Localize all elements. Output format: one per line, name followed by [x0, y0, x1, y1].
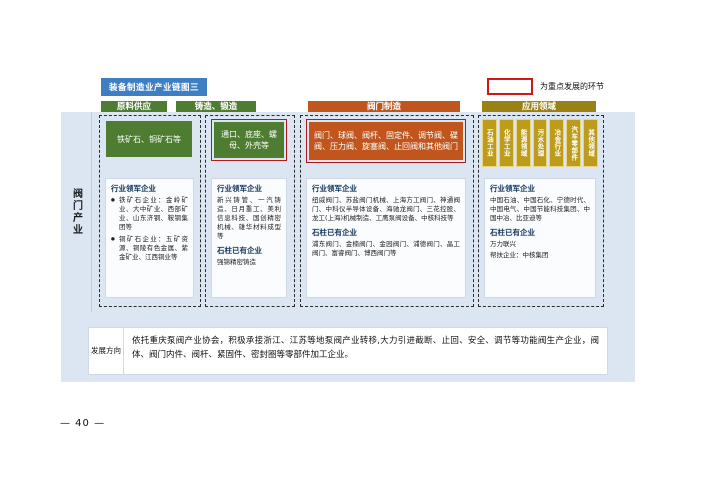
card-heading-leader: 行业领军企业	[111, 184, 156, 193]
application-sector-chip: 其他领域	[583, 119, 599, 167]
application-sector-chip: 化学工业	[498, 119, 514, 167]
stage-column-valve	[300, 115, 474, 307]
legend-swatch-icon	[487, 78, 533, 95]
card-text-local: 万力联兴	[490, 240, 516, 248]
card-bullet-list: 铁矿石企业：金岭矿业、大中矿业、西部矿业、山东济钢、鞍钢集团等 铜矿石企业：五矿…	[111, 196, 188, 262]
legend-label: 为重点发展的环节	[540, 82, 604, 91]
stage-header-valve: 阀门制造	[308, 101, 460, 114]
legend: 为重点发展的环节	[487, 78, 604, 95]
product-box-casting: 通口、底座、螺母、外壳等	[214, 122, 284, 158]
application-sector-chip: 冶金行业	[549, 119, 565, 167]
stage-header-casting: 铸造、锻造	[176, 101, 256, 114]
card-heading-local: 石柱已有企业	[312, 228, 357, 237]
card-heading-leader: 行业领军企业	[217, 184, 262, 193]
application-sector-chip: 能源领域	[515, 119, 531, 167]
card-heading-leader: 行业领军企业	[312, 184, 357, 193]
card-heading-leader: 行业领军企业	[490, 184, 535, 193]
industry-rail: 阀门产业	[61, 112, 92, 312]
card-text-leader: 中国石油、中国石化、宁德时代、中国电气、中国节能科技集团、中国中冶、比亚迪等	[490, 196, 590, 222]
product-box-valve: 阀门、球阀、阀杆、固定件、调节阀、碟阀、压力阀、旋塞阀、止回阀和其他阀门	[309, 122, 463, 160]
card-bullet-item: 铁矿石企业：金岭矿业、大中矿业、西部矿业、山东济钢、鞍钢集团等	[111, 196, 188, 232]
stage-column-raw	[99, 115, 201, 307]
info-card-casting: 行业领军企业 新兴铸管、一汽铸造、日月重工、美利信息科技、国创精密机械、雄华材料…	[211, 178, 287, 298]
development-direction-text: 依托重庆泵阀产业协会，积极承接浙江、江苏等地泵阀产业转移,大力引进截断、止回、安…	[132, 336, 599, 360]
application-sector-list: 石油工业 化学工业 能源领域 污水处理 冶金行业 汽车零部件 其他领域	[482, 119, 599, 167]
industry-rail-label: 阀门产业	[70, 188, 82, 236]
info-card-raw: 行业领军企业 铁矿石企业：金岭矿业、大中矿业、西部矿业、山东济钢、鞍钢集团等 铜…	[105, 178, 194, 298]
info-card-application: 行业领军企业 中国石油、中国石化、宁德时代、中国电气、中国节能科技集团、中国中冶…	[484, 178, 596, 298]
card-text-local: 强锦精密铸造	[217, 258, 256, 266]
application-sector-chip: 石油工业	[482, 119, 497, 167]
card-text-leader: 纽威阀门、苏盐阀门机械、上海方工阀门、神通阀门、中科仪半导体设备、海驰龙阀门、三…	[312, 196, 460, 222]
card-heading-local: 石柱已有企业	[490, 228, 535, 237]
page-number: — 40 —	[60, 418, 106, 429]
stage-header-raw: 原料供应	[101, 101, 167, 114]
card-heading-local: 石柱已有企业	[217, 246, 262, 255]
card-bullet-item: 铜矿石企业：五矿资源、铜陵有色金属、紫金矿业、江西铜业等	[111, 235, 188, 262]
card-text-leader: 新兴铸管、一汽铸造、日月重工、美利信息科技、国创精密机械、雄华材料成型等	[217, 196, 281, 240]
card-text-local: 浦东阀门、金楠阀门、金园阀门、浦德阀门、晶工阀门、富睿阀门、博西阀门等	[312, 240, 460, 257]
highlight-frame-casting: 通口、底座、螺母、外壳等	[211, 119, 287, 161]
product-box-raw: 铁矿石、铜矿石等	[106, 121, 192, 157]
diagram-title: 装备制造业产业链图三	[101, 78, 208, 96]
info-card-valve: 行业领军企业 纽威阀门、苏盐阀门机械、上海方工阀门、神通阀门、中科仪半导体设备、…	[306, 178, 466, 298]
development-direction: 发展方向 依托重庆泵阀产业协会，积极承接浙江、江苏等地泵阀产业转移,大力引进截断…	[88, 327, 608, 375]
application-sector-chip: 汽车零部件	[566, 119, 582, 167]
stage-column-application	[478, 115, 604, 307]
application-sector-chip: 污水处理	[532, 119, 548, 167]
stage-header-application: 应用领域	[482, 101, 596, 114]
highlight-frame-valve: 阀门、球阀、阀杆、固定件、调节阀、碟阀、压力阀、旋塞阀、止回阀和其他阀门	[306, 119, 466, 163]
card-text-support: 帮扶企业：中核集团	[490, 251, 549, 259]
stage-column-casting	[205, 115, 295, 307]
development-direction-label: 发展方向	[89, 328, 124, 374]
